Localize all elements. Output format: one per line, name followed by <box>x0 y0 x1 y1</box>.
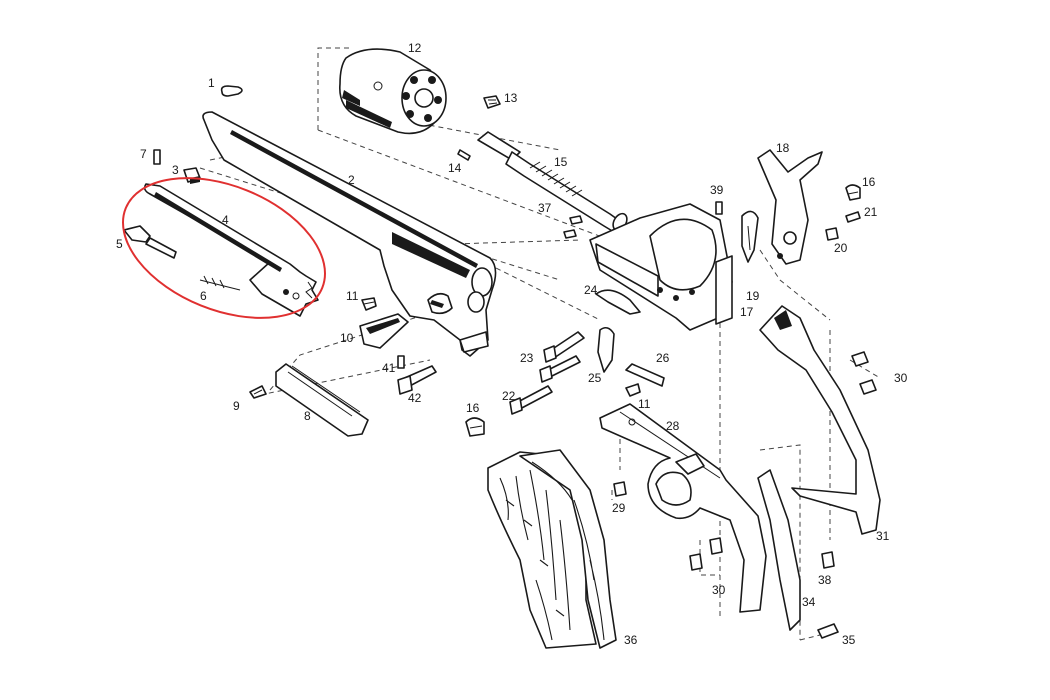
label-24: 24 <box>584 283 598 297</box>
label-7: 7 <box>140 147 147 161</box>
label-14: 14 <box>448 161 462 175</box>
label-6: 6 <box>200 289 207 303</box>
label-10: 10 <box>340 331 354 345</box>
label-23: 23 <box>520 351 534 365</box>
part-6-plunger <box>199 275 241 291</box>
label-41: 41 <box>382 361 396 375</box>
label-16-center: 16 <box>466 401 480 415</box>
part-42-latch-pin <box>397 365 437 395</box>
part-17-frame <box>589 203 733 331</box>
part-11-screw <box>361 297 377 311</box>
part-7-pin <box>153 149 161 165</box>
part-14-pin <box>457 149 471 161</box>
label-30-lower: 30 <box>712 583 726 597</box>
part-29-screw <box>613 481 627 497</box>
part-37-pins <box>563 215 583 239</box>
label-30-upper: 30 <box>894 371 908 385</box>
part-16-screw <box>845 184 861 201</box>
label-42: 42 <box>408 391 422 405</box>
label-11-left: 11 <box>346 289 359 303</box>
label-18: 18 <box>776 141 790 155</box>
part-41-pin <box>397 355 405 369</box>
highlight-ellipse <box>122 177 326 319</box>
part-8-wedge-key <box>275 363 369 437</box>
part-20-roller <box>825 227 839 241</box>
part-28-trigger-guard <box>599 403 767 613</box>
label-37: 37 <box>538 201 552 215</box>
part-24-trigger <box>595 289 641 315</box>
label-25: 25 <box>588 371 602 385</box>
part-10-wedge <box>359 313 409 349</box>
part-16-screw-center <box>465 417 485 437</box>
part-9-screw <box>249 385 267 399</box>
label-21: 21 <box>864 205 878 219</box>
label-39: 39 <box>710 183 724 197</box>
part-21-screw <box>845 211 861 223</box>
label-19: 19 <box>746 289 760 303</box>
part-30-screws-lower <box>689 537 723 571</box>
label-29: 29 <box>612 501 626 515</box>
label-11-center: 11 <box>638 397 651 411</box>
label-2: 2 <box>348 173 355 187</box>
part-30-screws-upper <box>851 351 877 395</box>
part-23-screw <box>543 331 585 363</box>
label-4: 4 <box>222 213 229 227</box>
part-19-bolt <box>741 210 759 263</box>
part-3-wedge-screw <box>183 167 201 184</box>
part-2-barrel <box>202 111 497 357</box>
part-12-cylinder <box>339 48 447 135</box>
label-3: 3 <box>172 163 179 177</box>
part-5-latch <box>123 225 177 259</box>
part-31-back-strap <box>759 305 881 535</box>
label-13: 13 <box>504 91 518 105</box>
part-23-screw-lower <box>539 355 581 383</box>
part-18-hammer <box>757 149 823 265</box>
part-11-screw-center <box>625 383 641 397</box>
part-15-arbor <box>477 131 628 233</box>
part-26-spring <box>625 363 665 387</box>
label-17: 17 <box>740 305 754 319</box>
part-38-screw <box>821 551 835 569</box>
label-34: 34 <box>802 595 816 609</box>
part-labels: 1 2 3 4 5 6 7 8 9 10 11 11 12 13 14 15 1… <box>116 41 908 647</box>
label-16-right: 16 <box>862 175 876 189</box>
label-22: 22 <box>502 389 516 403</box>
part-25-sear <box>597 326 615 373</box>
label-12: 12 <box>408 41 422 55</box>
label-15: 15 <box>554 155 568 169</box>
part-34-grip-strap <box>757 469 801 631</box>
label-36: 36 <box>624 633 638 647</box>
part-36-grips <box>487 449 617 649</box>
part-13-nipple <box>483 95 501 109</box>
part-22-screw <box>509 385 553 415</box>
label-1: 1 <box>208 76 215 90</box>
label-35: 35 <box>842 633 856 647</box>
part-35-screw <box>817 623 839 639</box>
label-20: 20 <box>834 241 848 255</box>
label-9: 9 <box>233 399 240 413</box>
label-5: 5 <box>116 237 123 251</box>
label-31: 31 <box>876 529 890 543</box>
label-26: 26 <box>656 351 670 365</box>
part-1-bullet <box>220 85 243 97</box>
label-38: 38 <box>818 573 832 587</box>
label-28: 28 <box>666 419 680 433</box>
label-8: 8 <box>304 409 311 423</box>
part-39-pin <box>715 201 723 215</box>
